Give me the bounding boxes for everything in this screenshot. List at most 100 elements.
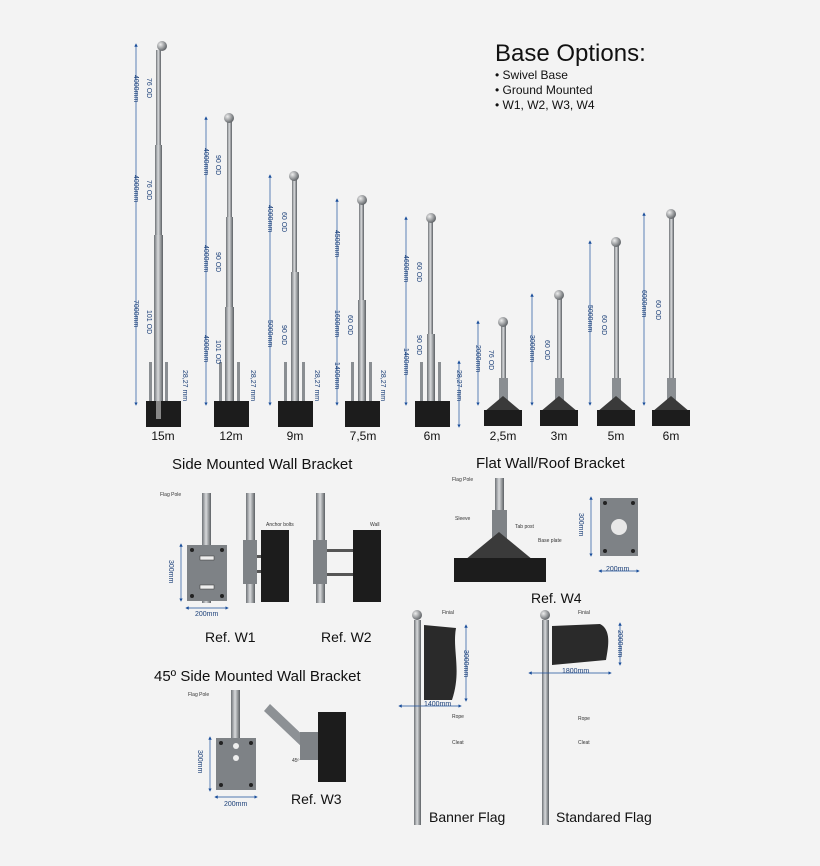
callout-sleeve: Sleeve [455, 516, 471, 522]
pole-3m [530, 290, 578, 426]
callout-finial-banner: Finial [442, 610, 454, 616]
callout-flag-pole: Flag Pole [160, 492, 182, 498]
ref-w4: Ref. W4 [531, 590, 582, 606]
dim-9m-top: 4000mm [266, 205, 273, 233]
pole-caption-3m: 3m [550, 429, 568, 443]
pole-caption-6m: 6m [423, 429, 441, 443]
callout-finial-standard: Finial [578, 610, 590, 616]
callout-cleat-banner: Cleat [452, 740, 464, 746]
base-height-9m: 28,27 mm [313, 370, 320, 402]
bracket-w1 [179, 493, 289, 610]
od-label: 90 OD [214, 155, 221, 176]
bracket-w3 [208, 690, 346, 799]
pole-15m [134, 41, 181, 427]
ref-w2: Ref. W2 [321, 629, 372, 645]
od-label: 60 OD [654, 300, 661, 321]
callout-base-plate: Base plate [538, 538, 562, 544]
base-option-item: Swivel Base [495, 68, 595, 83]
od-label: 101 OD [145, 310, 152, 335]
dim-3m: 3000mm [528, 335, 535, 363]
callout-flag-pole-flat: Flag Pole [452, 477, 474, 483]
pole-6m [404, 213, 461, 428]
dim-7-5m-mid: 1600mm [333, 310, 340, 338]
banner-flag-drawing [398, 610, 468, 825]
od-label: 76 OD [487, 350, 494, 371]
pole-caption-7-5m: 7,5m [349, 429, 377, 443]
base-height-7-5m: 28,27 mm [379, 370, 386, 402]
dim-15m-top: 4000mm [132, 75, 139, 103]
pole-caption-12m: 12m [219, 429, 243, 443]
banner-flag-caption: Banner Flag [429, 809, 506, 825]
base-options-list: Swivel Base Ground Mounted W1, W2, W3, W… [495, 68, 595, 113]
bracket-w2 [313, 493, 381, 603]
dim-w4-height: 300mm [577, 513, 584, 537]
dim-w3-height: 300mm [196, 750, 203, 774]
dim-w1-width: 200mm [195, 611, 219, 618]
dim-6m-bottom: 1400mm [402, 348, 409, 376]
od-label: 60 OD [415, 262, 422, 283]
dim-15m-mid: 4000mm [132, 175, 139, 203]
dim-w1-height: 300mm [167, 560, 174, 584]
callout-flag-pole-45: Flag Pole [188, 692, 210, 698]
standard-flag-caption: Standared Flag [556, 809, 652, 825]
dim-standard-width: 1800mm [562, 668, 590, 675]
od-label: 60 OD [346, 315, 353, 336]
pole-12m [204, 113, 249, 427]
dim-banner-height: 3000mm [462, 650, 469, 678]
pole-9m [268, 171, 313, 427]
callout-tab-post: Tab post [515, 524, 534, 530]
od-label: 101 OD [214, 340, 221, 365]
pole-6m-single [642, 209, 690, 426]
section-45-side-mounted: 45º Side Mounted Wall Bracket [154, 668, 361, 685]
pole-2-5m [476, 317, 522, 426]
dim-5m: 5000mm [586, 305, 593, 333]
ref-w1: Ref. W1 [205, 629, 256, 645]
pole-caption-6m-single: 6m [662, 429, 680, 443]
callout-anchor-bolts: Anchor bolts [266, 522, 294, 528]
dim-6m-top: 4600mm [402, 255, 409, 283]
dim-banner-width: 1400mm [424, 701, 452, 708]
base-height-15m: 28,27 mm [181, 370, 188, 402]
od-label: 76 OD [145, 180, 152, 201]
od-label: 90 OD [214, 252, 221, 273]
od-label: 60 OD [543, 340, 550, 361]
base-options-title: Base Options: [495, 40, 646, 67]
dim-6m-single: 6000mm [640, 290, 647, 318]
pole-caption-9m: 9m [286, 429, 304, 443]
dim-w3-width: 200mm [224, 801, 248, 808]
od-label: 90 OD [415, 335, 422, 356]
callout-angle: 45º [292, 758, 300, 764]
base-option-item: Ground Mounted [495, 83, 595, 98]
pole-5m [588, 237, 635, 426]
callout-rope-standard: Rope [578, 716, 590, 722]
base-option-item: W1, W2, W3, W4 [495, 98, 595, 113]
od-label: 60 OD [280, 212, 287, 233]
flat-roof-bracket [454, 478, 640, 582]
dim-standard-height: 2000mm [616, 630, 623, 658]
standard-flag-drawing [528, 610, 622, 825]
od-label: 90 OD [280, 325, 287, 346]
dim-15m-bottom: 7000mm [132, 300, 139, 328]
callout-wall: Wall [370, 522, 380, 528]
dim-7-5m-top: 4500mm [333, 230, 340, 258]
base-height-12m: 28,27 mm [249, 370, 256, 402]
section-flat-wall-roof: Flat Wall/Roof Bracket [476, 455, 625, 472]
dim-7-5m-bottom: 1400mm [333, 362, 340, 390]
pole-caption-15m: 15m [151, 429, 175, 443]
dim-12m-mid: 4000mm [202, 245, 209, 273]
pole-caption-5m: 5m [607, 429, 625, 443]
od-label: 60 OD [600, 315, 607, 336]
ref-w3: Ref. W3 [291, 791, 342, 807]
od-label: 76 OD [145, 78, 152, 99]
dim-12m-bottom: 4000mm [202, 335, 209, 363]
section-side-mounted: Side Mounted Wall Bracket [172, 456, 353, 473]
dim-12m-top: 4000mm [202, 148, 209, 176]
dim-w4-width: 200mm [606, 566, 630, 573]
dim-2-5m: 2000mm [474, 345, 481, 373]
base-height-6m: 28,27 mm [455, 370, 462, 402]
callout-cleat-standard: Cleat [578, 740, 590, 746]
pole-caption-2-5m: 2,5m [489, 429, 517, 443]
pole-7-5m [335, 195, 380, 427]
dim-9m-bottom: 5000mm [266, 320, 273, 348]
